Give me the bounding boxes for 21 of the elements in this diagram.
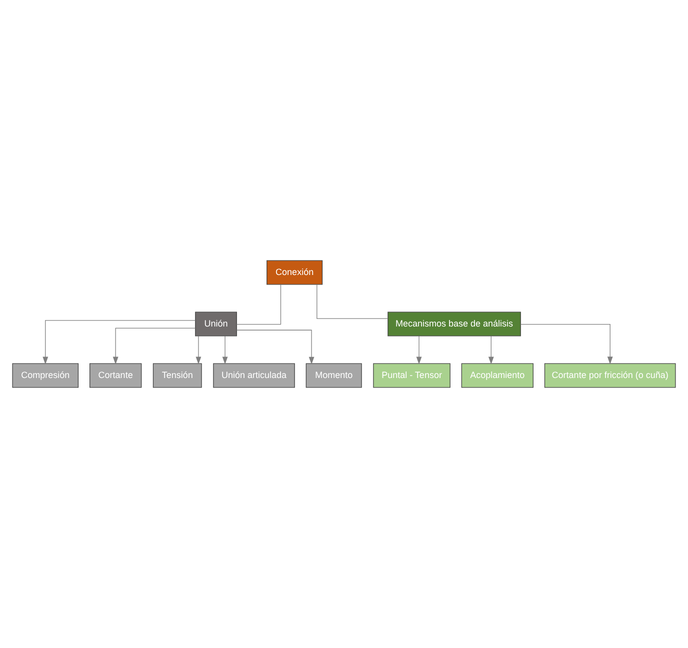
arrow	[112, 328, 196, 365]
arrow	[488, 336, 494, 364]
node-box: Cortante por fricción (o cuña)	[544, 363, 676, 388]
arrow	[42, 320, 196, 365]
arrow	[196, 336, 202, 364]
node-box: Unión	[195, 312, 237, 336]
connector	[316, 284, 388, 319]
node-box: Tensión	[152, 363, 202, 388]
node-box: Puntal - Tensor	[373, 363, 450, 388]
node-box: Cortante	[90, 363, 142, 388]
node-box: Mecanismos base de análisis	[388, 312, 521, 336]
connector	[236, 284, 282, 325]
arrow	[416, 336, 422, 364]
arrow	[520, 324, 613, 364]
arrow	[222, 336, 228, 364]
node-box: Conexión	[266, 260, 323, 285]
node-box: Unión articulada	[213, 363, 295, 388]
node-box: Acoplamiento	[461, 363, 534, 388]
node-box: Compresión	[12, 363, 79, 388]
node-box: Momento	[306, 363, 362, 388]
arrow	[236, 330, 314, 365]
